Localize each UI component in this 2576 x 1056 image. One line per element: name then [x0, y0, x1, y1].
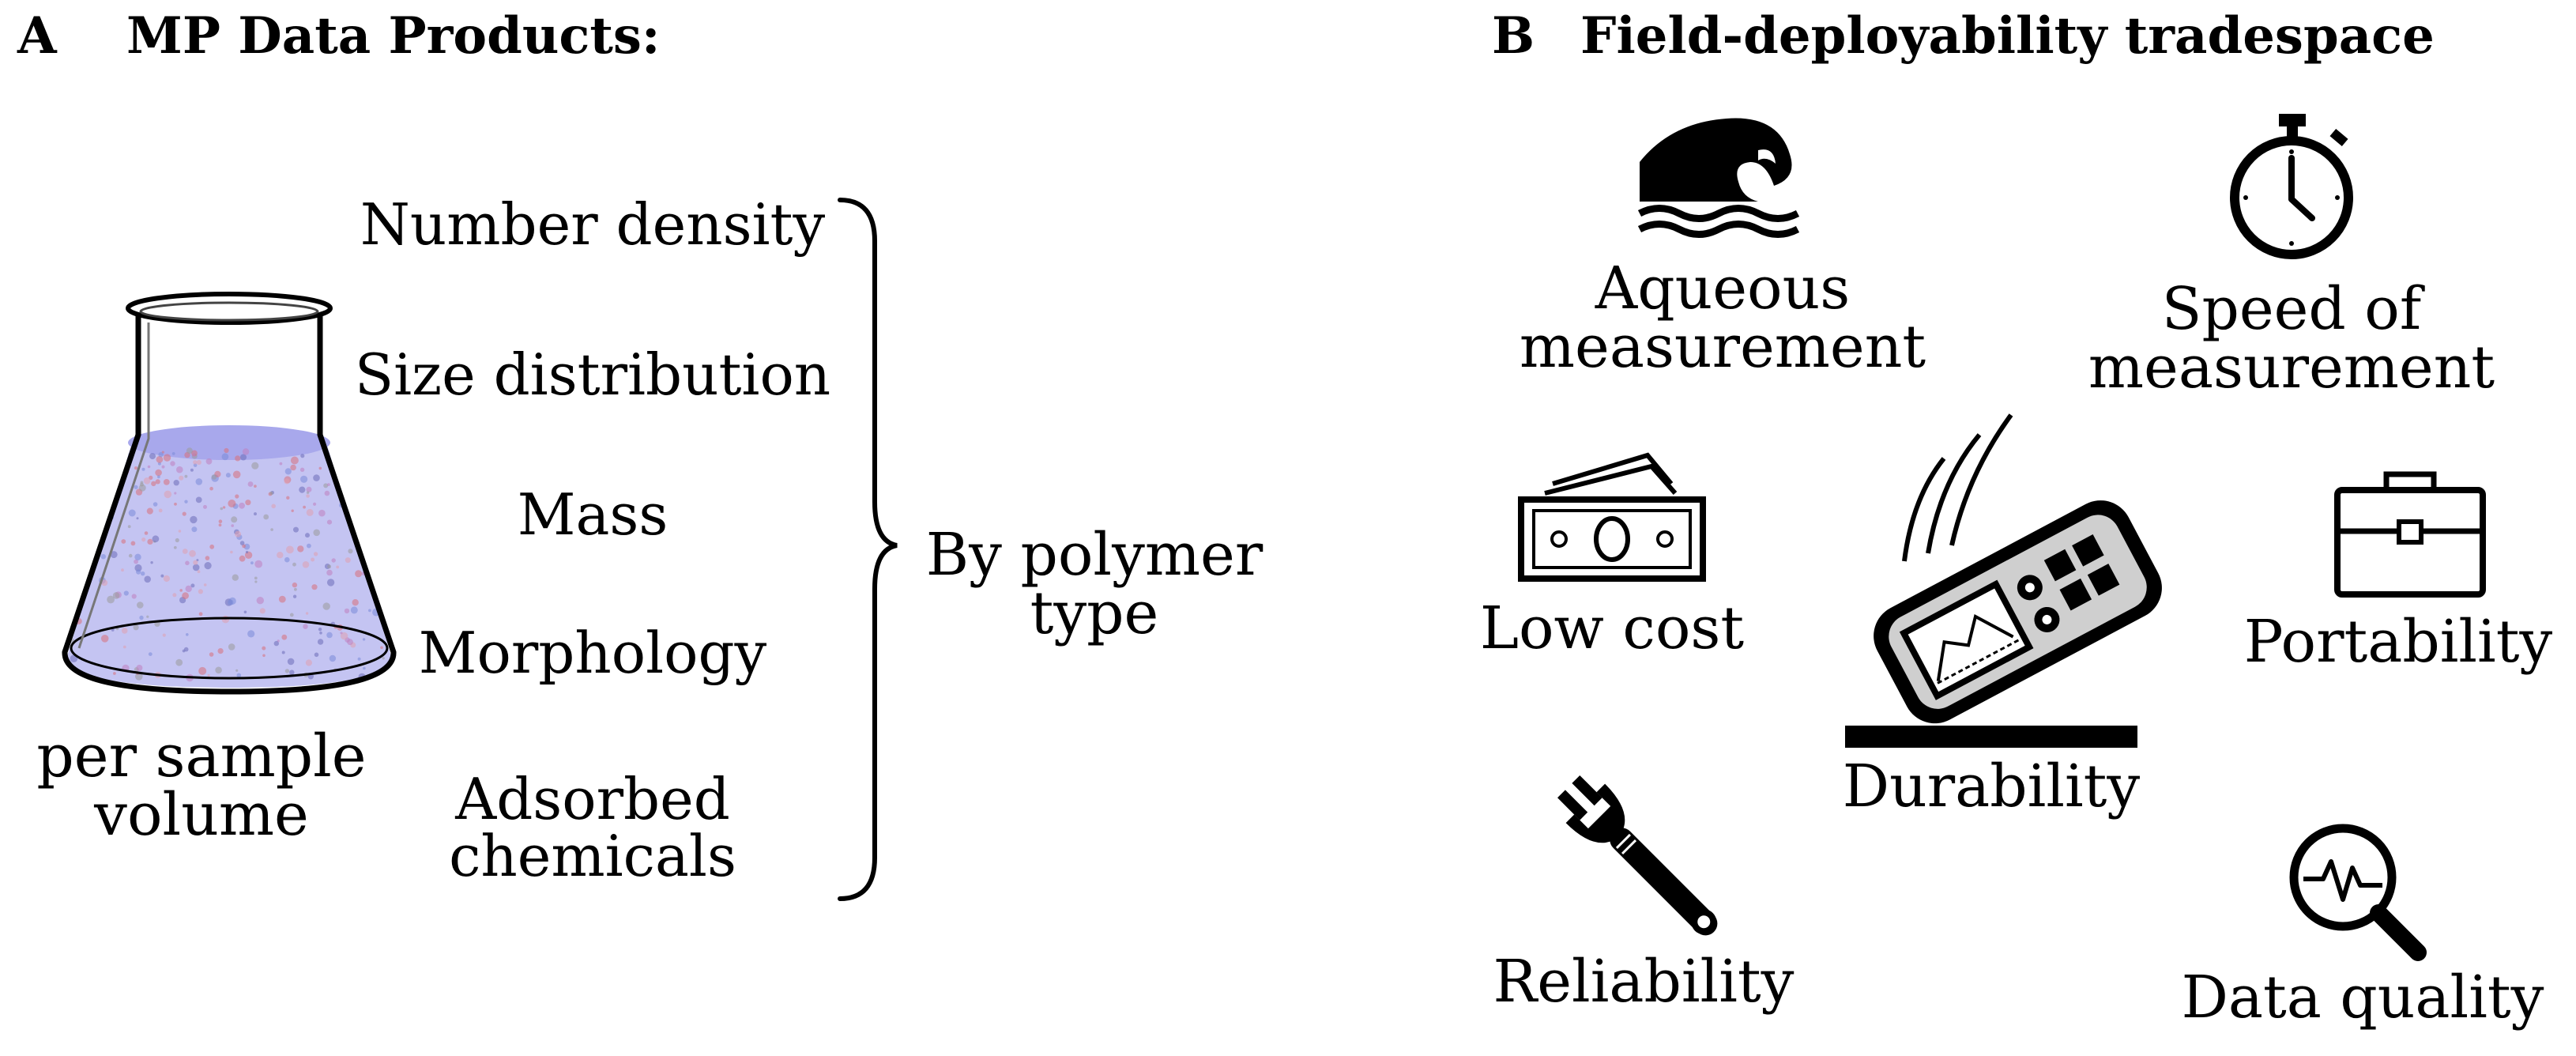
curly-brace: [838, 198, 898, 901]
reliability-label: Reliability: [1493, 948, 1795, 1016]
portability-label: Portability: [2243, 608, 2553, 676]
panel-b-title: Field-deployability tradespace: [1580, 6, 2435, 66]
product-morphology: Morphology: [418, 620, 767, 686]
money-icon: [1518, 452, 1706, 582]
product-adsorbed-chemicals: Adsorbed chemicals: [332, 771, 853, 884]
speed-label: Speed of measurement: [2070, 280, 2513, 397]
durability-label: Durability: [1842, 752, 2141, 820]
product-size-distribution: Size distribution: [354, 341, 831, 408]
panel-a-letter: A: [17, 6, 57, 66]
panel-a-title: MP Data Products:: [126, 6, 661, 66]
flask-label: per sample volume: [16, 727, 387, 844]
panel-b-letter: B: [1492, 6, 1535, 66]
briefcase-icon: [2334, 471, 2486, 598]
flask-label-line2: volume: [94, 781, 309, 849]
product-mass: Mass: [517, 481, 668, 548]
product-adsorbed-line2: chemicals: [449, 823, 736, 889]
product-adsorbed-line1: Adsorbed: [455, 766, 730, 832]
flask-label-line1: per sample: [36, 722, 367, 790]
data-quality-label: Data quality: [2181, 964, 2544, 1031]
aqueous-label-line1: Aqueous: [1595, 255, 1851, 322]
stopwatch-icon: [2230, 114, 2353, 259]
wrench-icon: [1557, 775, 1718, 936]
low-cost-label: Low cost: [1479, 594, 1745, 662]
bracket-label: By polymer type: [901, 526, 1288, 643]
bracket-label-line2: type: [1030, 579, 1159, 647]
ground-bar: [1845, 726, 2137, 748]
product-number-density: Number density: [360, 191, 826, 258]
aqueous-label-line2: measurement: [1519, 313, 1926, 381]
flask-icon: [62, 292, 397, 695]
bracket-label-line1: By polymer: [925, 521, 1264, 589]
aqueous-label: Aqueous measurement: [1501, 259, 1944, 376]
speed-label-line1: Speed of: [2161, 275, 2422, 343]
falling-device-icon: [1874, 413, 2162, 724]
wave-icon: [1637, 118, 1800, 238]
magnifier-signal-icon: [2289, 824, 2427, 961]
speed-label-line2: measurement: [2088, 334, 2495, 402]
